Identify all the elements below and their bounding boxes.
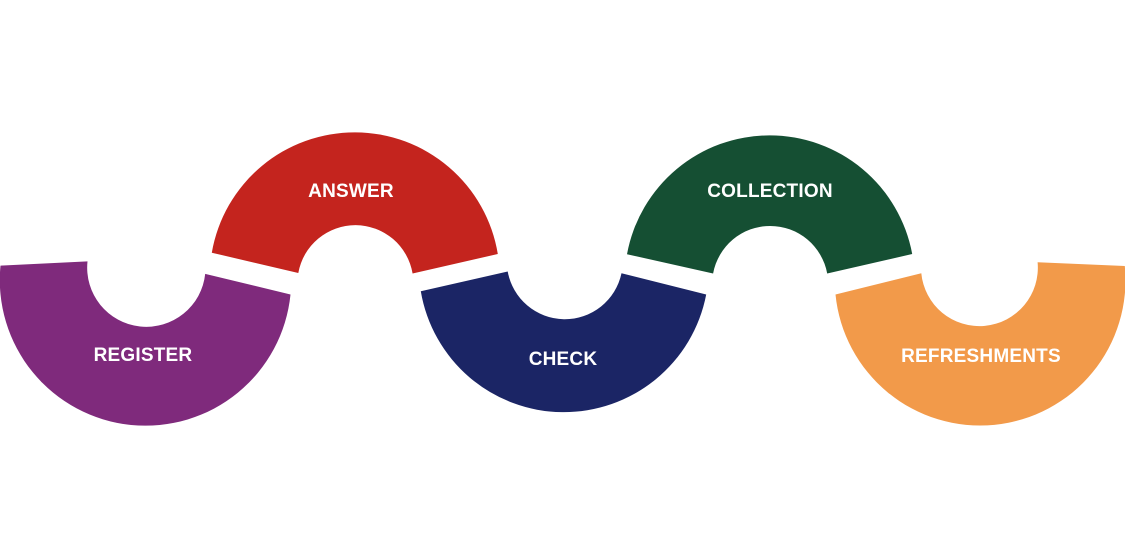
answer-label: ANSWER: [308, 181, 394, 202]
check-segment: [420, 271, 707, 413]
answer-segment: [211, 132, 498, 274]
check-label: CHECK: [529, 349, 598, 370]
register-segment: [0, 261, 291, 426]
refreshments-label: REFRESHMENTS: [901, 346, 1061, 367]
collection-label: COLLECTION: [707, 181, 833, 202]
register-label: REGISTER: [94, 345, 193, 366]
collection-segment: [627, 135, 913, 274]
refreshments-segment: [835, 262, 1125, 426]
